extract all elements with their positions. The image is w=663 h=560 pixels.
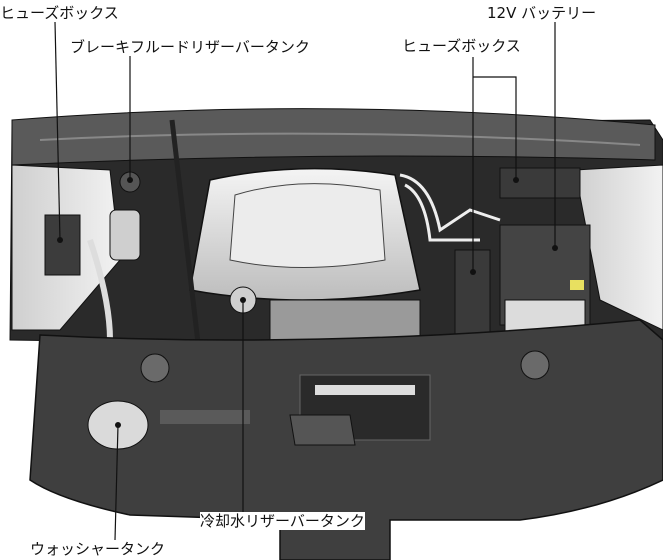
right-fender	[574, 164, 663, 331]
label-washer-tank: ウォッシャータンク	[30, 540, 166, 558]
label-fuse-box-right: ヒューズボックス	[402, 37, 521, 55]
label-brake-fluid-reservoir: ブレーキフルードリザーバータンク	[70, 38, 310, 56]
leader-dots	[57, 177, 558, 428]
leader-lines	[54, 21, 556, 541]
left-fuse-box	[44, 214, 81, 276]
label-fuse-box-left: ヒューズボックス	[0, 4, 119, 22]
label-coolant-reservoir: 冷却水リザーバータンク	[200, 512, 365, 530]
label-12v-battery: 12V バッテリー	[487, 4, 597, 22]
right-fuse-box-upper	[499, 167, 581, 199]
